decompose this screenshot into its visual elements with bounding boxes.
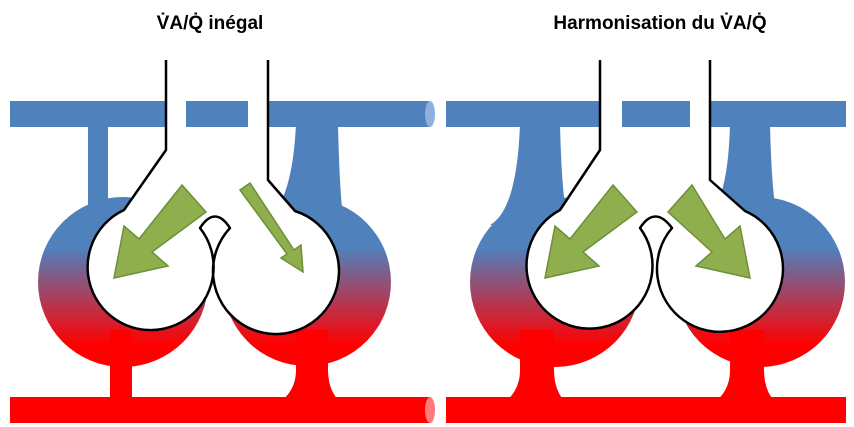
venous-pipe-end-left <box>425 101 435 127</box>
venous-pipe-left <box>10 101 430 127</box>
panel-unequal <box>10 60 435 423</box>
panel-harmonized <box>446 60 846 423</box>
arterial-pipe-right <box>446 397 846 423</box>
venous-pipe-right <box>446 101 846 127</box>
arterial-pipe-end-left <box>425 397 435 423</box>
arterial-pipe-left <box>10 397 430 423</box>
